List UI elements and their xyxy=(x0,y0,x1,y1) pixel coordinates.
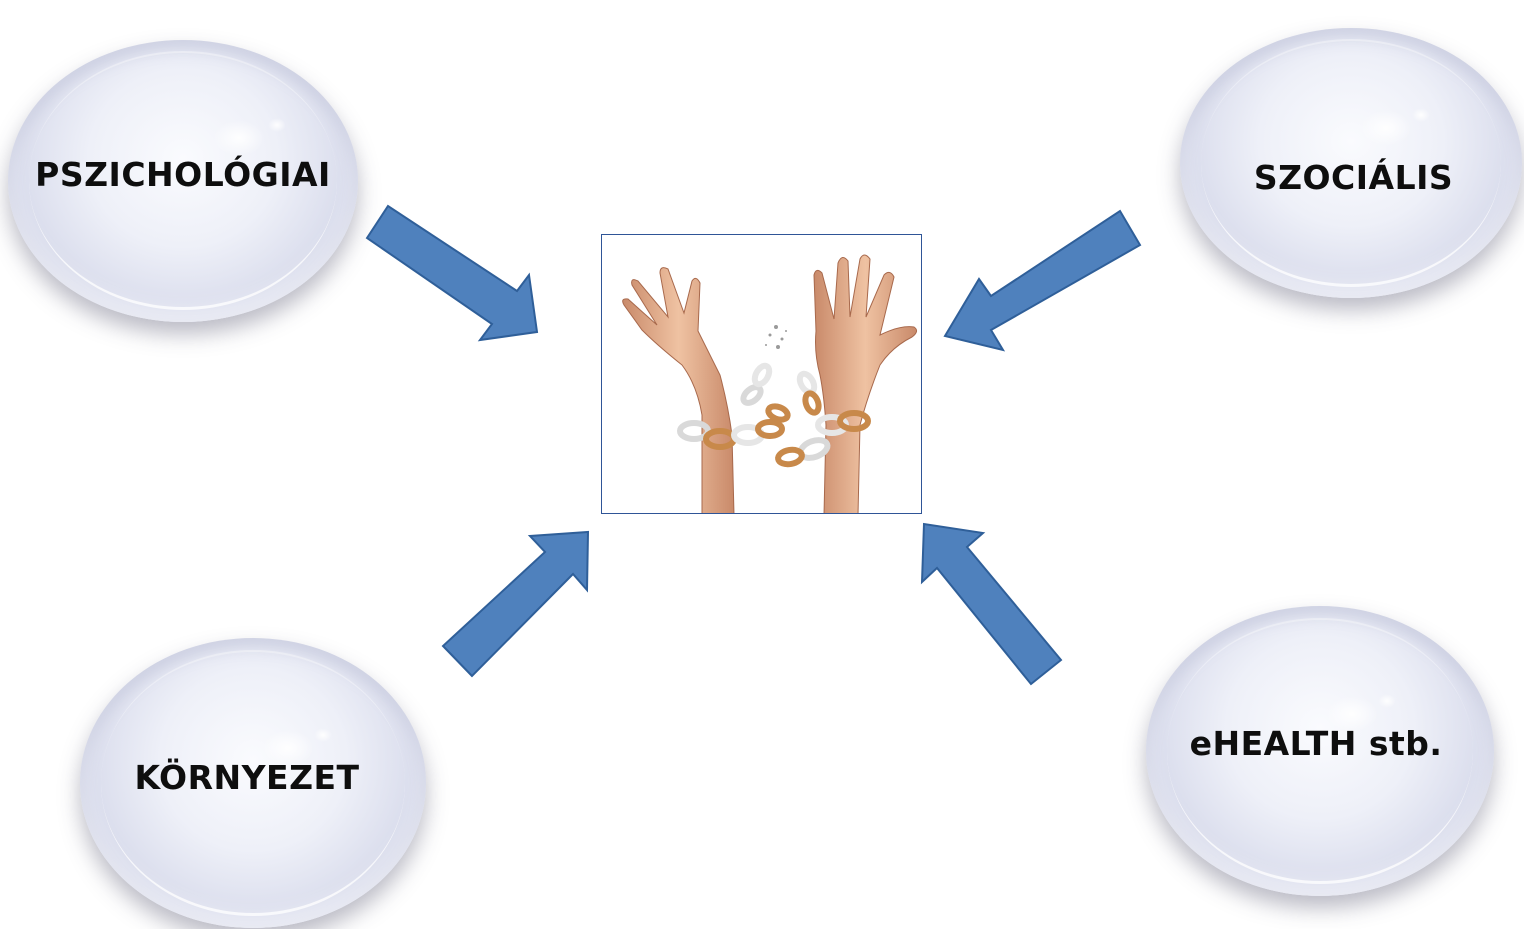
bubble-highlight xyxy=(1412,108,1430,122)
arrow-top-left xyxy=(365,204,539,342)
bubble-kornyezet: KÖRNYEZET xyxy=(80,638,426,928)
center-image-frame xyxy=(601,234,922,514)
chain-links xyxy=(677,362,871,468)
hands-breaking-chains-illustration xyxy=(622,254,918,513)
node-label-pszichologiai: PSZICHOLÓGIAI xyxy=(35,155,331,194)
ash-particles xyxy=(765,325,787,349)
node-label-kornyezet: KÖRNYEZET xyxy=(134,758,360,797)
bubble-highlight xyxy=(314,728,332,742)
bubble-highlight xyxy=(268,118,286,132)
node-label-szocialis: SZOCIÁLIS xyxy=(1253,158,1454,197)
bubble-rim xyxy=(1166,617,1474,884)
bubble-pszichologiai: PSZICHOLÓGIAI xyxy=(8,40,358,322)
bubble-szocialis: SZOCIÁLIS xyxy=(1180,28,1522,298)
bubble-highlight xyxy=(213,120,265,156)
bubble-highlight xyxy=(262,730,314,766)
bubble-highlight xyxy=(1378,694,1396,708)
arrow-bottom-right xyxy=(920,522,1063,686)
node-label-ehealth: eHEALTH stb. xyxy=(1189,724,1443,763)
bubble-rim xyxy=(29,51,337,311)
right-hand xyxy=(813,254,918,513)
bubble-rim xyxy=(100,649,406,916)
bubble-ehealth: eHEALTH stb. xyxy=(1146,606,1494,896)
bubble-rim xyxy=(1200,38,1502,287)
arrow-bottom-left xyxy=(441,530,590,678)
bubble-highlight xyxy=(1326,696,1378,732)
arrow-top-right xyxy=(943,209,1142,352)
bubble-highlight xyxy=(1360,110,1412,146)
left-hand xyxy=(622,267,735,513)
